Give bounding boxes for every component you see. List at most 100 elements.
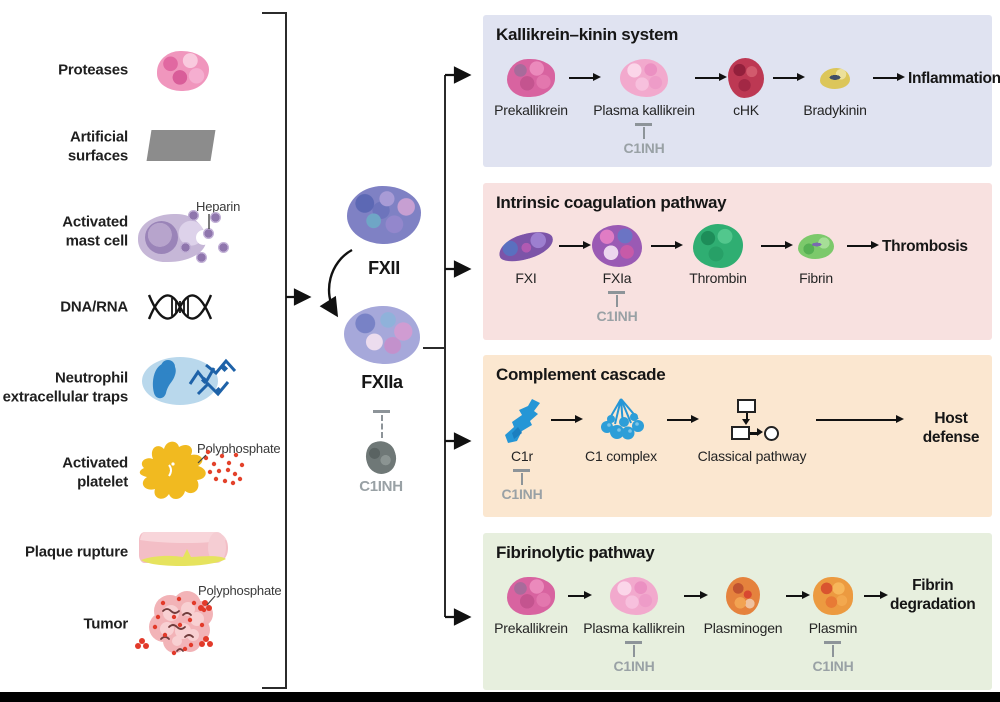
step-arrow [568,591,592,599]
thrombin-blob [693,224,743,268]
c1-complex-icon [601,398,644,440]
node-label: FXI [515,270,537,286]
long-arrow [816,415,904,423]
c1inh-label: C1INH [613,658,655,674]
inhibition-dashes [615,295,618,307]
activator-label-mast-cell: Activated mast cell [62,213,128,249]
c1inh-label: C1INH [812,658,854,674]
c1inh-inhibitor: C1INH [613,641,655,674]
step-arrow [651,241,683,249]
prekallikrein-blob [507,59,555,97]
node-label: Plasma kallikrein [593,102,695,118]
node-plasmin: Plasmin C1INH [804,575,862,674]
step-arrow [864,591,888,599]
node-label: Plasmin [808,620,858,636]
node-plasma-kallikrein: Plasma kallikrein C1INH [583,575,685,674]
platelet-icon [139,441,245,500]
activator-label-proteases: Proteases [58,61,128,79]
node-c1-complex: C1 complex [578,397,664,464]
node-label: FXIa [602,270,632,286]
heparin-annotation: Heparin [196,199,241,214]
c1inh-inhibition-dashes [381,415,383,438]
c1inh-label: C1INH [623,140,665,156]
node-label: Thrombin [689,270,747,286]
classical-pathway-icon [723,399,781,443]
node-fxia: FXIa C1INH [586,225,648,324]
plasma-kallikrein-blob [620,59,668,97]
node-label: C1r [511,448,533,464]
step-arrow [695,73,727,81]
heparin-granule [203,228,214,239]
step-arrow [551,415,583,423]
pathway-title: Fibrinolytic pathway [496,543,655,562]
step-arrow [667,415,699,423]
node-plasminogen: Plasminogen [702,575,784,636]
c1inh-inhibition-bar [373,410,390,413]
step-arrow [773,73,805,81]
c1inh-label: C1INH [596,308,638,324]
inhibition-dashes [632,645,635,657]
fxii-label: FXII [368,258,400,278]
polyphosphate-annotation-platelet: Polyphosphate [197,441,281,456]
node-chk: cHK [722,57,770,118]
polyphosphate-annotation-tumor: Polyphosphate [198,583,282,598]
tumor-icon [135,591,213,656]
node-label: Plasminogen [703,620,783,636]
plasmin-blob [813,577,853,615]
activator-label-plaque: Plaque rupture [24,543,128,561]
fibrin-blob [798,233,834,259]
pathway-box-fibrinolytic: Fibrinolytic pathway Prekallikrein Plasm… [483,533,992,690]
heparin-granule [210,212,221,223]
pathway-title: Intrinsic coagulation pathway [496,193,727,212]
c1r-icon [505,399,540,443]
node-plasma-kallikrein: Plasma kallikrein C1INH [593,57,695,156]
pathway-box-kallikrein-kinin: Kallikrein–kinin system Prekallikrein Pl… [483,15,1000,167]
bottom-border-bar [0,692,1000,702]
outcome-thrombosis: Thrombosis [882,238,968,255]
inhibition-bar [635,123,653,126]
heparin-granule [180,242,191,253]
node-label: C1 complex [585,448,657,464]
dna-icon [147,294,213,320]
inhibition-bar [513,469,531,472]
proteases-icon [157,51,209,91]
activator-label-platelet: Activated platelet [62,454,128,490]
plaque-rupture-icon [139,532,228,566]
fxi-blob [495,226,557,266]
step-arrow [684,591,708,599]
step-arrow [847,241,879,249]
node-prekallikrein: Prekallikrein [494,57,568,118]
c1inh-inhibitor: C1INH [501,469,543,502]
chk-blob [728,58,764,98]
bradykinin-blob [820,67,850,89]
c1inh-label: C1INH [359,478,403,495]
outcome-inflammation: Inflammation [908,70,1000,87]
c1inh-label: C1INH [501,486,543,502]
c1inh-inhibitor: C1INH [596,291,638,324]
node-label: Plasma kallikrein [583,620,685,636]
node-label: Fibrin [799,270,833,286]
activator-label-artificial-surfaces: Artificial surfaces [67,128,128,164]
neutrophil-icon [142,357,237,405]
plasma-kallikrein-blob [610,577,658,615]
outcome-fibrin-degradation: Fibrin degradation [890,577,976,613]
prekallikrein-blob [507,577,555,615]
pathway-box-complement-cascade: Complement cascade C1r C1INH [483,355,992,517]
node-thrombin: Thrombin [678,224,758,286]
mast-cell-icon [136,198,241,268]
inhibition-dashes [520,473,523,485]
inhibition-dashes [831,645,834,657]
node-fxi: FXI [495,225,557,286]
c1inh-inhibitor: C1INH [812,641,854,674]
step-arrow [559,241,591,249]
artificial-surface-icon [146,130,216,161]
fxiia-blob [344,306,420,364]
step-arrow [873,73,905,81]
pathway-title: Kallikrein–kinin system [496,25,679,44]
inhibition-dashes [642,127,645,139]
step-arrow [761,241,793,249]
heparin-granule [188,210,199,221]
activator-label-dna-rna: DNA/RNA [60,298,128,316]
node-c1r: C1r C1INH [496,397,548,502]
